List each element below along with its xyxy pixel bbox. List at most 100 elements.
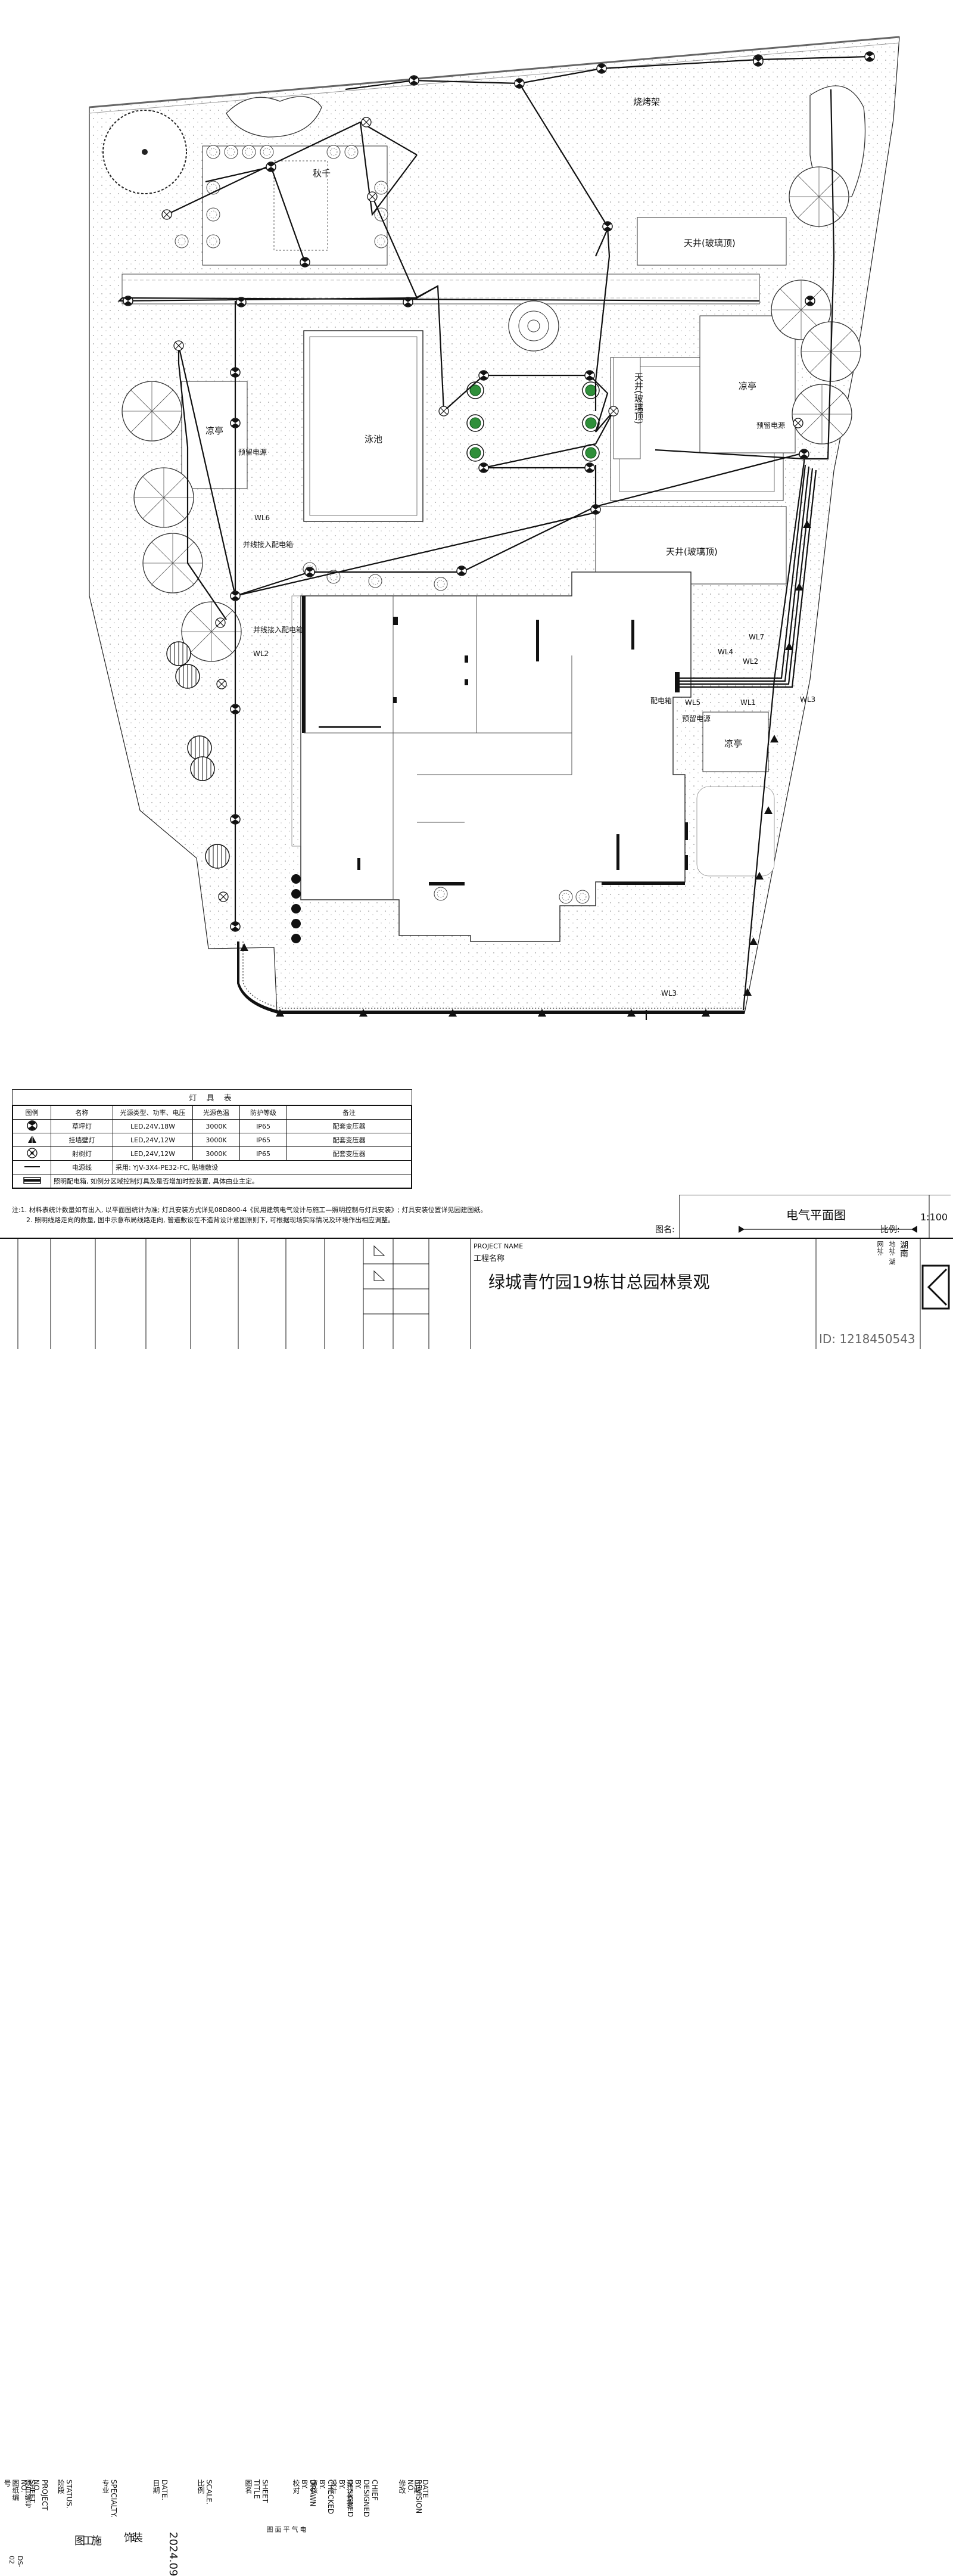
sheet-no-cn: 图纸编号 (3, 2479, 20, 2501)
legend-source: LED,24V,12W (113, 1146, 193, 1161)
specialty-en: SPECIALTY. (110, 2479, 118, 2518)
legend-ip: IP65 (239, 1133, 287, 1147)
circuit-wl2: WL2 (743, 657, 759, 666)
circuit-wl7: WL7 (749, 633, 765, 641)
scale-col: SCALE. 比例 (197, 2479, 213, 2504)
skylight-label-3: 天井(玻璃顶) (666, 546, 718, 557)
company-name: 湖南 (899, 1241, 908, 1257)
reserve-power-label-3: 预留电源 (682, 714, 711, 723)
sheet-title-cn: 图名 (244, 2479, 253, 2494)
legend-temp: 3000K (192, 1119, 240, 1133)
legend-row: 电源线 采用: YJV-3X4-PE32-FC, 贴墙敷设 (13, 1160, 412, 1174)
legend-note: 配套变压器 (286, 1133, 412, 1147)
date-en: DATE (421, 2479, 429, 2499)
legend-note: 配套变压器 (286, 1119, 412, 1133)
legend-name: 射树灯 (51, 1146, 113, 1161)
sheet-title-value: 电气平面图 (266, 2526, 307, 2533)
design-notes: 注:1. 材料表统计数量如有出入, 以平面图统计为准; 灯具安装方式详见08D8… (12, 1205, 487, 1225)
circuit-wl6: WL6 (254, 514, 270, 522)
project-title: 绿城青竹园19栋甘总园林景观 (488, 1272, 710, 1292)
circuit-wl2-left: WL2 (253, 650, 269, 658)
legend-cable-desc: 采用: YJV-3X4-PE32-FC, 贴墙敷设 (113, 1160, 412, 1174)
legend-title: 灯 具 表 (13, 1090, 412, 1105)
project-no-col: PROJECT NO. 项目编号 (24, 2479, 49, 2510)
scale-value: 1:100 (920, 1211, 948, 1223)
legend-temp: 3000K (192, 1146, 240, 1161)
sheet-title-en: SHEET TITLE (253, 2479, 269, 2503)
sheet-no: DS-02 (8, 2556, 24, 2568)
legend-header-row: 图例 名称 光源类型、功率、电压 光源色温 防护等级 备注 (13, 1105, 412, 1120)
legend-ip: IP65 (239, 1119, 287, 1133)
designed-cn: 设计 (329, 2479, 338, 2494)
legend-source: LED,24V,18W (113, 1119, 193, 1133)
chief-cn: 设计负责 (345, 2479, 354, 2508)
legend-row: 射树灯 LED,24V,12W 3000K IP65 配套变压器 (13, 1146, 412, 1161)
company-address: 地址: 湖 (888, 1241, 896, 1265)
project-name-cn: 工程名称 (474, 1254, 505, 1263)
tree-light-icon (13, 1146, 51, 1161)
circuit-wl3-south: WL3 (661, 989, 677, 998)
scale2-cn: 比例 (197, 2479, 205, 2494)
date-col: DATE. 日期 (152, 2479, 169, 2500)
circuit-wl5: WL5 (685, 698, 701, 707)
date-value: 2024.09 (167, 2532, 179, 2576)
company-logo-icon (921, 1264, 950, 1310)
parallel-box-label-1: 并线接入配电箱 (243, 540, 294, 549)
specialty-value: 装饰 (122, 2532, 143, 2543)
pavilion-label-bottom: 凉亭 (724, 738, 743, 749)
note-2: 2. 照明线路走向的数量, 图中示意布局线路走向, 管道敷设在不造背设计意图原则… (26, 1216, 394, 1224)
drawing-name: 电气平面图 (786, 1208, 846, 1222)
electrical-site-plan (89, 36, 900, 1020)
legend-name: 电源线 (51, 1160, 113, 1174)
checked-cn: 审核 (310, 2479, 318, 2494)
project-name-en: PROJECT NAME (474, 1242, 524, 1250)
bbq-label: 烧烤架 (633, 97, 661, 107)
project-no-cn: 项目编号 (24, 2479, 32, 2508)
wall-light-icon (13, 1133, 51, 1147)
date2-en: DATE. (160, 2479, 169, 2501)
skylight-label-2: 天井(玻璃顶) (633, 372, 644, 424)
legend-header: 光源色温 (192, 1105, 240, 1120)
chief-en: CHIEF DESIGNED BY. (354, 2479, 379, 2518)
legend-row: 挂墙壁灯 LED,24V,12W 3000K IP65 配套变压器 (13, 1133, 412, 1147)
circuit-wl1: WL1 (740, 698, 756, 707)
legend-name: 挂墙壁灯 (51, 1133, 113, 1147)
chief-col: CHIEF DESIGNED BY. 设计负责 (345, 2479, 379, 2517)
rev-date-col: DATE 日期 (413, 2479, 429, 2498)
skylight-label-1: 天井(玻璃顶) (684, 238, 736, 248)
sheet-title-col: SHEET TITLE 图名 (244, 2479, 269, 2503)
status-col: STATUS. 阶段 (57, 2479, 73, 2509)
status-cn: 阶段 (57, 2479, 65, 2494)
reserve-power-label-1: 预留电源 (238, 448, 267, 456)
pavilion-label-left: 凉亭 (205, 425, 224, 436)
parallel-box-label-2: 并线接入配电箱 (253, 626, 304, 634)
date-cn: 日期 (413, 2479, 421, 2494)
legend-row: 照明配电箱, 如例分区域控制灯具及是否增加时控装置, 具体由业主定。 (13, 1174, 412, 1188)
legend-temp: 3000K (192, 1133, 240, 1147)
drawing-name-bar: 图名: 电气平面图 比例: 1:100 (655, 1195, 951, 1238)
luminaire-legend: 灯 具 表 图例 名称 光源类型、功率、电压 光源色温 防护等级 备注 草坪灯 … (12, 1089, 412, 1189)
legend-header: 光源类型、功率、电压 (113, 1105, 193, 1120)
drawn-cn: 校对 (292, 2479, 300, 2494)
reserve-power-label-2: 预留电源 (756, 421, 786, 430)
legend-row: 草坪灯 LED,24V,18W 3000K IP65 配套变压器 (13, 1119, 412, 1133)
circuit-wl4: WL4 (718, 648, 734, 656)
project-no-en: PROJECT NO. (32, 2479, 49, 2510)
pavilion-label-right: 凉亭 (739, 381, 757, 391)
scale2-en: SCALE. (205, 2479, 213, 2505)
title-block: SHEET NO. 图纸编号 DS-02 PROJECT NO. 项目编号 ST… (0, 1238, 953, 2576)
image-id-label: ID: 1218450543 (819, 1332, 915, 1346)
drawing-name-frame (679, 1195, 951, 1238)
status-value: 施工图 (73, 2535, 102, 2546)
drawing-name-label: 图名: (655, 1225, 675, 1235)
legend-note: 配套变压器 (286, 1146, 412, 1161)
distribution-box-icon (13, 1174, 51, 1188)
note-1: 注:1. 材料表统计数量如有出入, 以平面图统计为准; 灯具安装方式详见08D8… (12, 1206, 487, 1214)
pool-label: 泳池 (365, 434, 383, 445)
swing-label: 秋千 (313, 168, 331, 179)
legend-header: 图例 (13, 1105, 51, 1120)
lawn-light-icon (13, 1119, 51, 1133)
legend-source: LED,24V,12W (113, 1133, 193, 1147)
company-website: 网址: (876, 1241, 884, 1256)
legend-header: 名称 (51, 1105, 113, 1120)
